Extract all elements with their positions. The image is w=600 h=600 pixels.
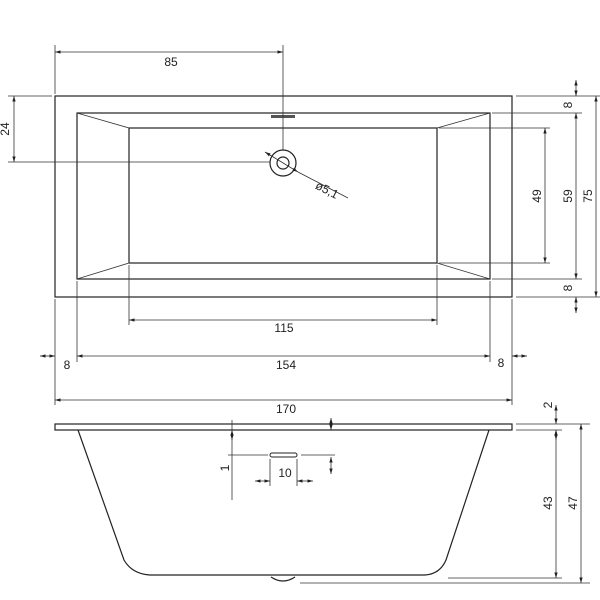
top-view: ø5,1 85 24 49 8 59 8 75 115 (0, 45, 600, 416)
side-rim (54, 423, 513, 431)
chamfer-lines (76, 112, 491, 280)
dim-rim-left: 8 (64, 358, 71, 372)
dim-rim-thickness: 2 (541, 401, 555, 408)
side-overflow-slot (269, 452, 298, 458)
dim-basin-width: 49 (530, 189, 544, 203)
side-body (77, 429, 490, 576)
dim-drain-from-left: 85 (164, 55, 178, 69)
dim-overflow-offset: 1 (218, 464, 232, 471)
dim-rim-bottom: 8 (561, 284, 575, 291)
dim-depth: 43 (541, 496, 555, 510)
dim-inner-width: 59 (561, 189, 575, 203)
outer-rim (54, 95, 513, 298)
inner-rim (76, 112, 491, 280)
dim-overflow-width: 10 (278, 466, 292, 480)
side-drain (270, 576, 296, 582)
side-view: 1 10 2 43 47 (54, 401, 590, 584)
dim-rim-right: 8 (498, 356, 505, 370)
dim-drain-diameter: ø5,1 (313, 178, 341, 202)
dim-basin-length: 115 (274, 321, 293, 335)
dim-total-length: 170 (276, 402, 296, 416)
dim-inner-length: 154 (276, 358, 296, 372)
dim-drain-from-top: 24 (0, 122, 12, 136)
dim-rim-top: 8 (561, 101, 575, 108)
dim-total-height: 47 (566, 496, 580, 510)
drain-diameter-arrow (264, 151, 299, 173)
dim-total-width: 75 (581, 189, 595, 203)
